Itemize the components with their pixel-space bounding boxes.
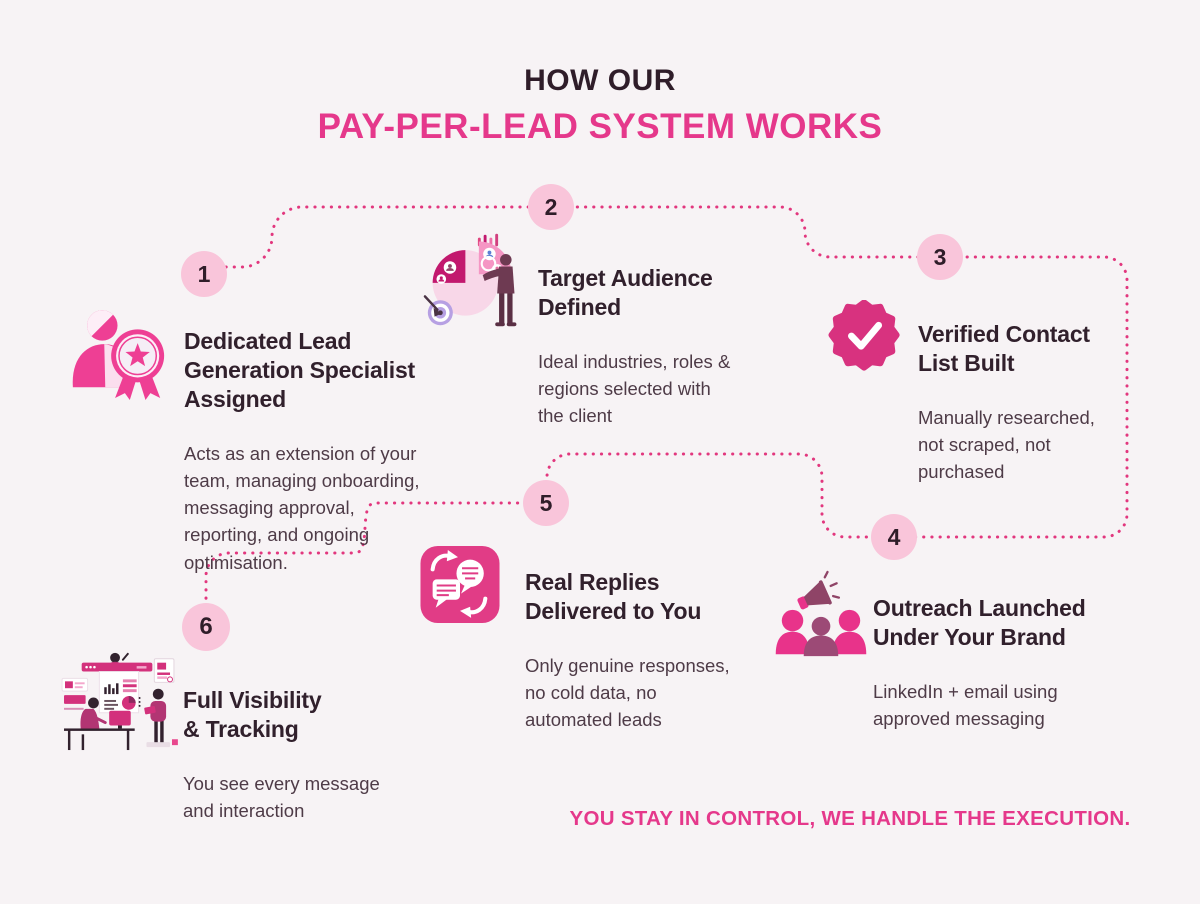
step-3: Verified Contact List Built Manually res…	[827, 300, 1148, 504]
audience-pie-chart-icon	[423, 233, 517, 327]
step-5-title: Real Replies Delivered to You	[525, 569, 702, 624]
step-2-number: 2	[544, 193, 558, 220]
step-1-number: 1	[197, 260, 211, 287]
step-6-title: Full Visibility & Tracking	[183, 687, 322, 742]
page-title-line2: PAY-PER-LEAD SYSTEM WORKS	[317, 107, 883, 146]
step-5-text: Real Replies Delivered to You Only genui…	[525, 546, 755, 752]
step-2-text: Target Audience Defined Ideal industries…	[538, 228, 758, 448]
step-4-description: LinkedIn + email using approved messagin…	[873, 680, 1058, 730]
step-2-title: Target Audience Defined	[538, 265, 713, 320]
step-5-number-badge: 5	[523, 480, 569, 526]
step-3-title: Verified Contact List Built	[918, 321, 1090, 376]
step-6-number-badge: 6	[182, 603, 230, 651]
step-6: Full Visibility & Tracking You see every…	[56, 646, 413, 842]
step-5-number: 5	[539, 489, 553, 516]
step-4-text: Outreach Launched Under Your Brand Linke…	[873, 568, 1113, 750]
step-6-description: You see every message and interaction	[183, 772, 380, 822]
step-2-description: Ideal industries, roles & regions select…	[538, 350, 731, 427]
step-4-number-badge: 4	[871, 514, 917, 560]
step-3-description: Manually researched, not scraped, not pu…	[918, 406, 1095, 483]
page-title-line1: HOW OUR	[524, 64, 676, 97]
megaphone-people-icon	[775, 570, 867, 657]
step-6-text: Full Visibility & Tracking You see every…	[183, 646, 413, 842]
step-1-title: Dedicated Lead Generation Specialist Ass…	[184, 328, 415, 412]
chat-exchange-icon	[420, 546, 500, 623]
step-2: Target Audience Defined Ideal industries…	[422, 228, 758, 448]
footer-tagline: YOU STAY IN CONTROL, WE HANDLE THE EXECU…	[569, 807, 1131, 830]
step-1-number-badge: 1	[181, 251, 227, 297]
step-1: Dedicated Lead Generation Specialist Ass…	[60, 297, 444, 594]
step-4: Outreach Launched Under Your Brand Linke…	[772, 568, 1113, 750]
step-1-text: Dedicated Lead Generation Specialist Ass…	[184, 297, 444, 594]
step-6-number: 6	[199, 613, 213, 640]
step-2-number-badge: 2	[528, 184, 574, 230]
step-1-description: Acts as an extension of your team, manag…	[184, 442, 420, 573]
header: HOW OUR PAY-PER-LEAD SYSTEM WORKS	[0, 64, 1200, 147]
step-4-number: 4	[887, 523, 901, 550]
person-award-badge-icon	[72, 310, 165, 401]
step-3-number-badge: 3	[917, 234, 963, 280]
step-4-title: Outreach Launched Under Your Brand	[873, 595, 1086, 650]
step-5-description: Only genuine responses, no cold data, no…	[525, 654, 730, 731]
step-3-number: 3	[933, 243, 947, 270]
verified-check-badge-icon	[828, 300, 900, 371]
step-3-text: Verified Contact List Built Manually res…	[918, 300, 1148, 504]
step-5: Real Replies Delivered to You Only genui…	[420, 546, 755, 752]
analytics-dashboard-icon	[61, 652, 178, 751]
